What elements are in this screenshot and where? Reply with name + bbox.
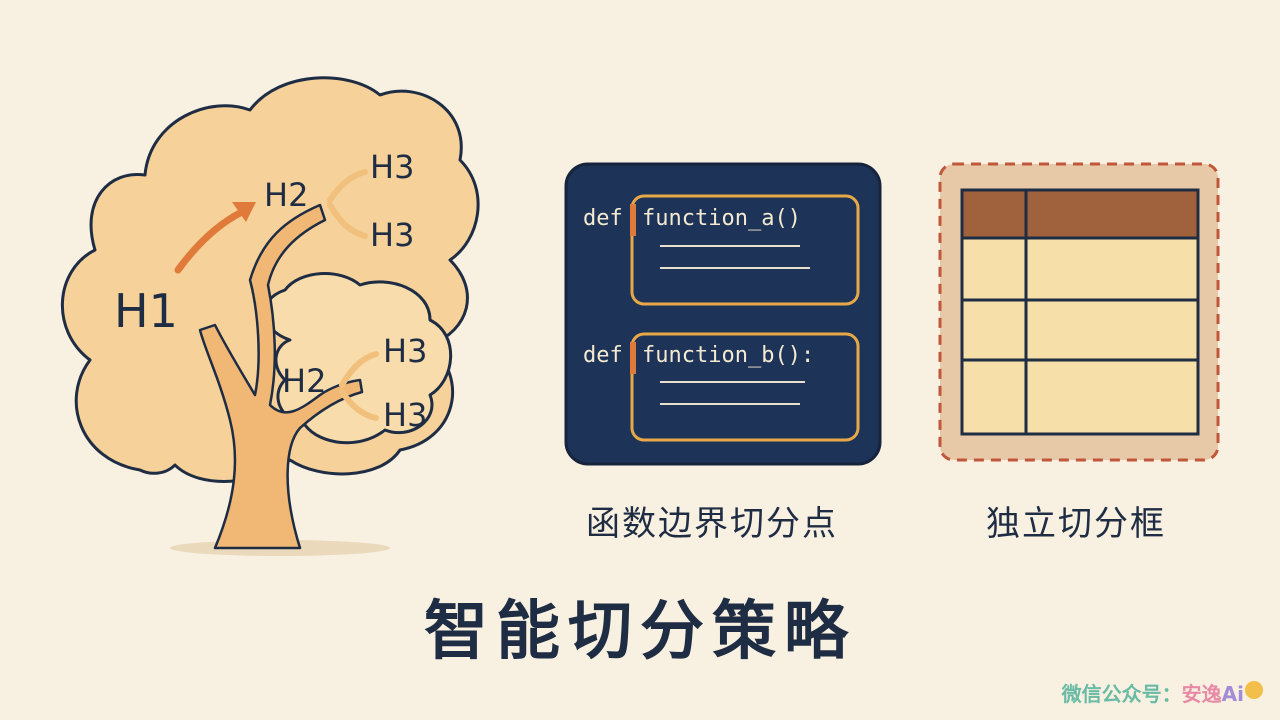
code-panel <box>564 162 882 466</box>
code-keyword-b: def <box>583 343 623 368</box>
code-panel-caption: 函数边界切分点 <box>586 504 838 544</box>
watermark-ai: Ai <box>1221 682 1244 706</box>
code-block-b <box>630 332 860 442</box>
branch-top-h3b <box>327 202 368 239</box>
branch-bottom-h3a <box>339 351 379 388</box>
h2-top-label: H2 <box>264 176 309 214</box>
watermark-bird-icon <box>1245 681 1263 699</box>
branch-bottom-h3b <box>339 389 379 421</box>
table-panel <box>938 162 1220 462</box>
code-block-a <box>630 194 860 306</box>
code-function-a: function_a() <box>642 206 801 231</box>
h1-to-h2-arrow <box>174 208 246 274</box>
table-panel-caption: 独立切分框 <box>986 504 1166 544</box>
h3-bottom-a-label: H3 <box>383 332 428 370</box>
main-title: 智能切分策略 <box>424 595 856 669</box>
code-function-b: function_b(): <box>642 343 815 368</box>
h3-bottom-b-label: H3 <box>383 396 428 434</box>
watermark-prefix: 微信公众号： <box>1061 682 1182 706</box>
watermark-name: 安逸 <box>1181 682 1222 706</box>
table-header-row <box>962 190 1198 238</box>
h1-label: H1 <box>114 284 178 338</box>
arrow-head-icon <box>232 202 256 222</box>
cursor-mark-a <box>630 204 636 236</box>
h3-top-a-label: H3 <box>370 148 415 186</box>
h2-bottom-label: H2 <box>282 362 327 400</box>
cursor-mark-b <box>630 342 636 374</box>
code-keyword-a: def <box>583 206 623 231</box>
watermark: 微信公众号：安逸Ai <box>1062 678 1244 707</box>
branch-top-h3a <box>327 169 368 203</box>
h3-top-b-label: H3 <box>370 216 415 254</box>
